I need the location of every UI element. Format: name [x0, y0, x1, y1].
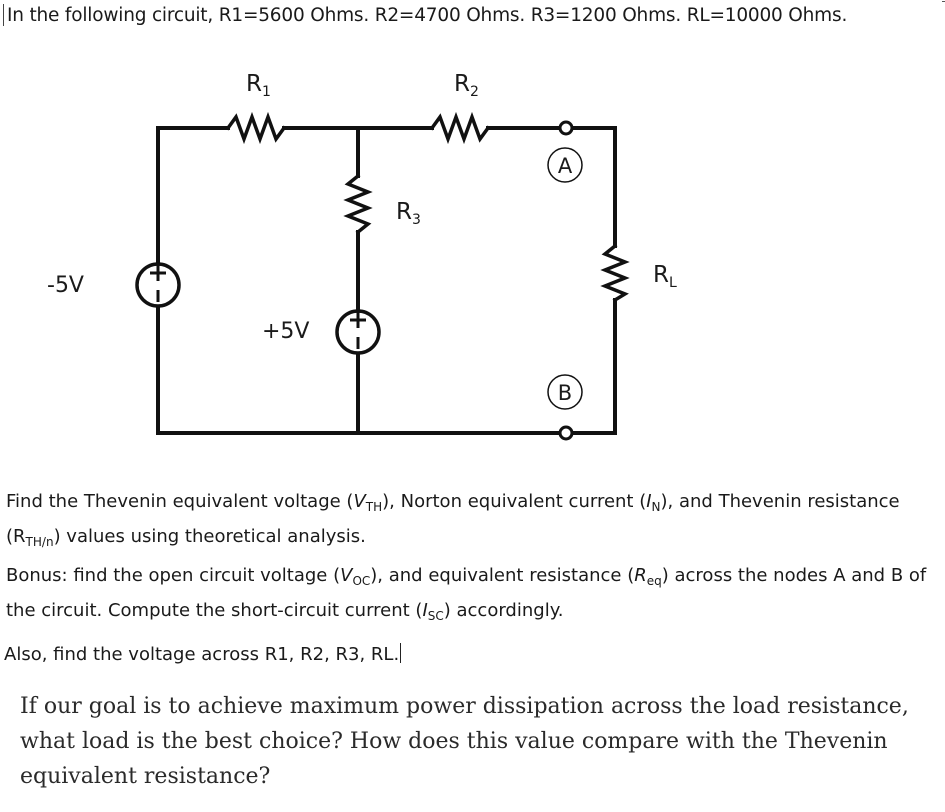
wire-top-left: [156, 126, 230, 272]
r3-label: R3: [396, 199, 421, 228]
r3-resistor: [343, 173, 373, 235]
rl-label: RL: [653, 262, 677, 291]
r2-label: R2: [454, 71, 479, 100]
node-b-marker: [547, 374, 583, 410]
r1-resistor: [225, 111, 287, 145]
middle-voltage-source: [335, 309, 381, 355]
node-b-label: B: [558, 381, 572, 405]
node-a-label: A: [558, 154, 573, 178]
rl-resistor: [600, 243, 630, 303]
wire-a-to-rl: [570, 126, 617, 248]
wire-bottom: [156, 298, 562, 435]
r2-resistor: [429, 111, 491, 145]
terminal-a: [558, 120, 574, 136]
text-cursor: [3, 4, 4, 26]
left-voltage-source: [135, 262, 181, 308]
circuit-diagram: A B R1 R2 R3 RL -5V +5V: [47, 71, 677, 441]
question-max-power: If our goal is to achieve maximum power …: [20, 694, 909, 789]
left-source-label: -5V: [47, 273, 84, 298]
middle-source-label: +5V: [262, 319, 309, 344]
wire-rl-to-b: [570, 298, 617, 435]
terminal-b: [558, 425, 574, 441]
node-a-marker: [547, 147, 583, 183]
corner-mark: [942, 1, 945, 2]
text-cursor-inline: [400, 643, 402, 663]
r1-label: R1: [246, 71, 271, 100]
question-bonus: Bonus: find the open circuit voltage (VO…: [6, 565, 927, 623]
question-thevenin: Find the Thevenin equivalent voltage (VT…: [6, 491, 900, 549]
problem-statement: In the following circuit, R1=5600 Ohms. …: [7, 5, 848, 26]
question-voltages: Also, find the voltage across R1, R2, R3…: [4, 643, 402, 665]
